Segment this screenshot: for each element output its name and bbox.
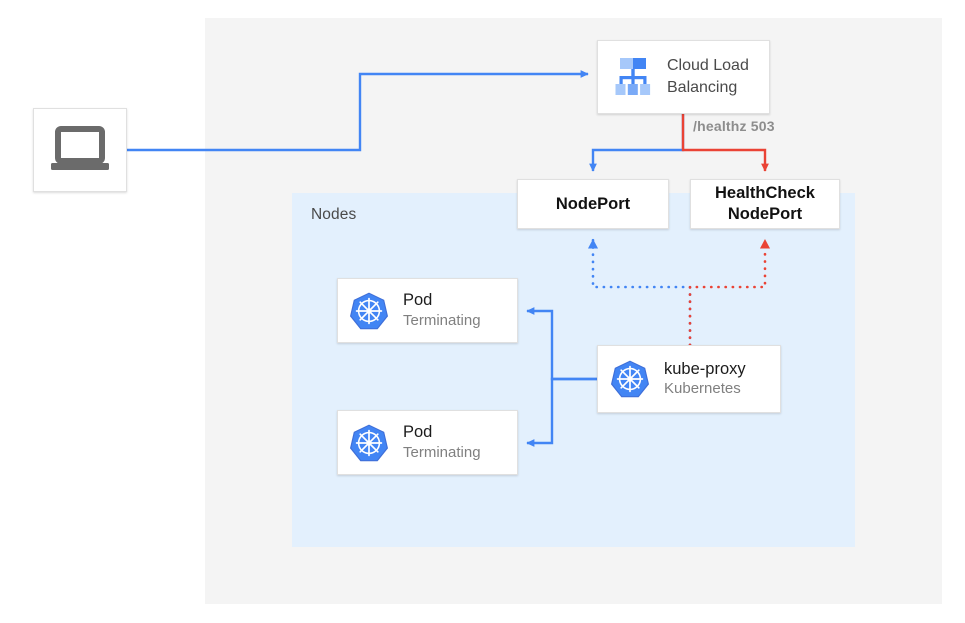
- pod-status: Terminating: [403, 311, 481, 329]
- pod-status: Terminating: [403, 443, 481, 461]
- cloud-load-balancing-card[interactable]: Cloud Load Balancing: [597, 40, 770, 114]
- nodeport-card[interactable]: NodePort: [517, 179, 669, 229]
- kube-proxy-card[interactable]: kube-proxy Kubernetes: [597, 345, 781, 413]
- pod-label-group: Pod Terminating: [403, 290, 481, 330]
- kubernetes-icon: [611, 360, 649, 398]
- client-card[interactable]: [33, 108, 127, 192]
- laptop-icon: [51, 126, 109, 170]
- pod-title: Pod: [403, 423, 433, 442]
- healthcheck-nodeport-label-line1: HealthCheck: [715, 184, 815, 203]
- healthz-status-label: /healthz 503: [693, 118, 775, 134]
- cloud-load-balancing-title-line2: Balancing: [667, 79, 738, 96]
- healthcheck-nodeport-card[interactable]: HealthCheck NodePort: [690, 179, 840, 229]
- cloud-load-balancing-label: Cloud Load Balancing: [667, 55, 749, 98]
- cloud-load-balancing-icon: [615, 58, 651, 95]
- kube-proxy-subtitle: Kubernetes: [664, 380, 741, 398]
- pod-title: Pod: [403, 291, 433, 310]
- kubernetes-icon: [350, 424, 388, 461]
- nodeport-label: NodePort: [555, 194, 631, 213]
- healthcheck-nodeport-label: HealthCheck NodePort: [715, 183, 815, 224]
- kubernetes-icon: [350, 292, 388, 329]
- kube-proxy-label-group: kube-proxy Kubernetes: [664, 359, 746, 399]
- pod-card[interactable]: Pod Terminating: [337, 410, 518, 475]
- nodes-panel-label: Nodes: [311, 206, 357, 223]
- cloud-load-balancing-title-line1: Cloud Load: [667, 57, 749, 75]
- pod-label-group: Pod Terminating: [403, 422, 481, 462]
- healthcheck-nodeport-label-line2: NodePort: [727, 205, 803, 223]
- pod-card[interactable]: Pod Terminating: [337, 278, 518, 343]
- kube-proxy-title: kube-proxy: [664, 359, 746, 378]
